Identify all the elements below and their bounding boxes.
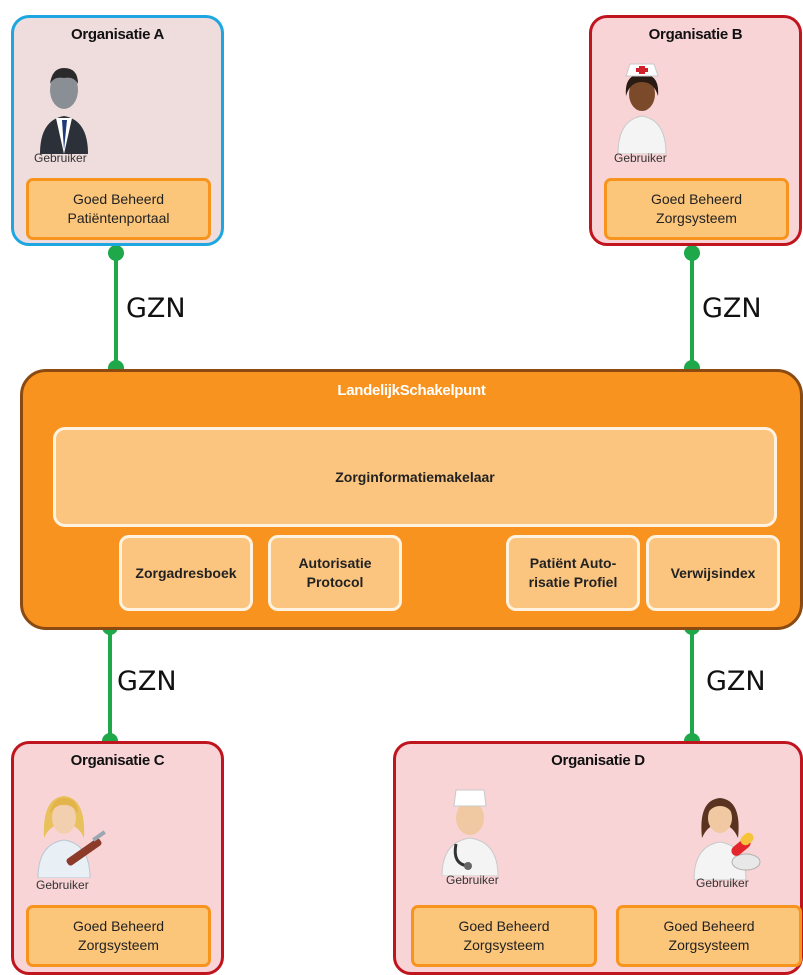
organisation-d-system-2: Goed Beheerd Zorgsysteem bbox=[616, 905, 802, 967]
landelijk-schakelpunt: LandelijkSchakelpunt Zorginformatiemakel… bbox=[20, 369, 803, 630]
component-verwijsindex: Verwijsindex bbox=[646, 535, 780, 611]
lsp-title: LandelijkSchakelpunt bbox=[337, 382, 486, 399]
gzn-label-b: GZN bbox=[702, 293, 762, 324]
organisation-a-user-label: Gebruiker bbox=[34, 151, 87, 165]
gzn-node-b-top bbox=[684, 245, 700, 261]
organisation-c-title: Organisatie C bbox=[70, 752, 165, 769]
organisation-b: Organisatie B Gebruiker Goed Beheerd Zor… bbox=[589, 15, 802, 246]
organisation-c-system: Goed Beheerd Zorgsysteem bbox=[26, 905, 211, 967]
gzn-label-d: GZN bbox=[706, 666, 766, 697]
organisation-a-system: Goed Beheerd Patiëntenportaal bbox=[26, 178, 211, 240]
organisation-d-system-1: Goed Beheerd Zorgsysteem bbox=[411, 905, 597, 967]
component-autorisatie-protocol: Autorisatie Protocol bbox=[268, 535, 402, 611]
organisation-c-user-label: Gebruiker bbox=[36, 878, 89, 892]
organisation-a-title: Organisatie A bbox=[70, 26, 165, 43]
organisation-b-system: Goed Beheerd Zorgsysteem bbox=[604, 178, 789, 240]
organisation-d: Organisatie D Gebruiker Gebruiker Goed B… bbox=[393, 741, 803, 975]
component-patient-autorisatie-profiel: Patiënt Auto- risatie Profiel bbox=[506, 535, 640, 611]
organisation-b-title: Organisatie B bbox=[648, 26, 743, 43]
female-pharmacist-user-icon bbox=[693, 798, 761, 880]
gzn-label-c: GZN bbox=[117, 666, 177, 697]
organisation-d-user-2-label: Gebruiker bbox=[696, 876, 749, 890]
organisation-d-user-1-label: Gebruiker bbox=[446, 873, 499, 887]
female-doctor-user-icon bbox=[37, 796, 106, 878]
male-doctor-user-icon bbox=[441, 789, 499, 876]
nurse-user-icon bbox=[617, 63, 667, 154]
gzn-node-a-top bbox=[108, 245, 124, 261]
organisation-b-user-label: Gebruiker bbox=[614, 151, 667, 165]
organisation-d-title: Organisatie D bbox=[551, 752, 645, 769]
organisation-a: Organisatie A Gebruiker Goed Beheerd Pat… bbox=[11, 15, 224, 246]
organisation-c: Organisatie C Gebruiker Goed Beheerd Zor… bbox=[11, 741, 224, 975]
businessman-user-icon bbox=[40, 68, 88, 154]
component-zorgadresboek: Zorgadresboek bbox=[119, 535, 253, 611]
gzn-label-a: GZN bbox=[126, 293, 186, 324]
zorginformatiemakelaar: Zorginformatiemakelaar bbox=[53, 427, 777, 527]
